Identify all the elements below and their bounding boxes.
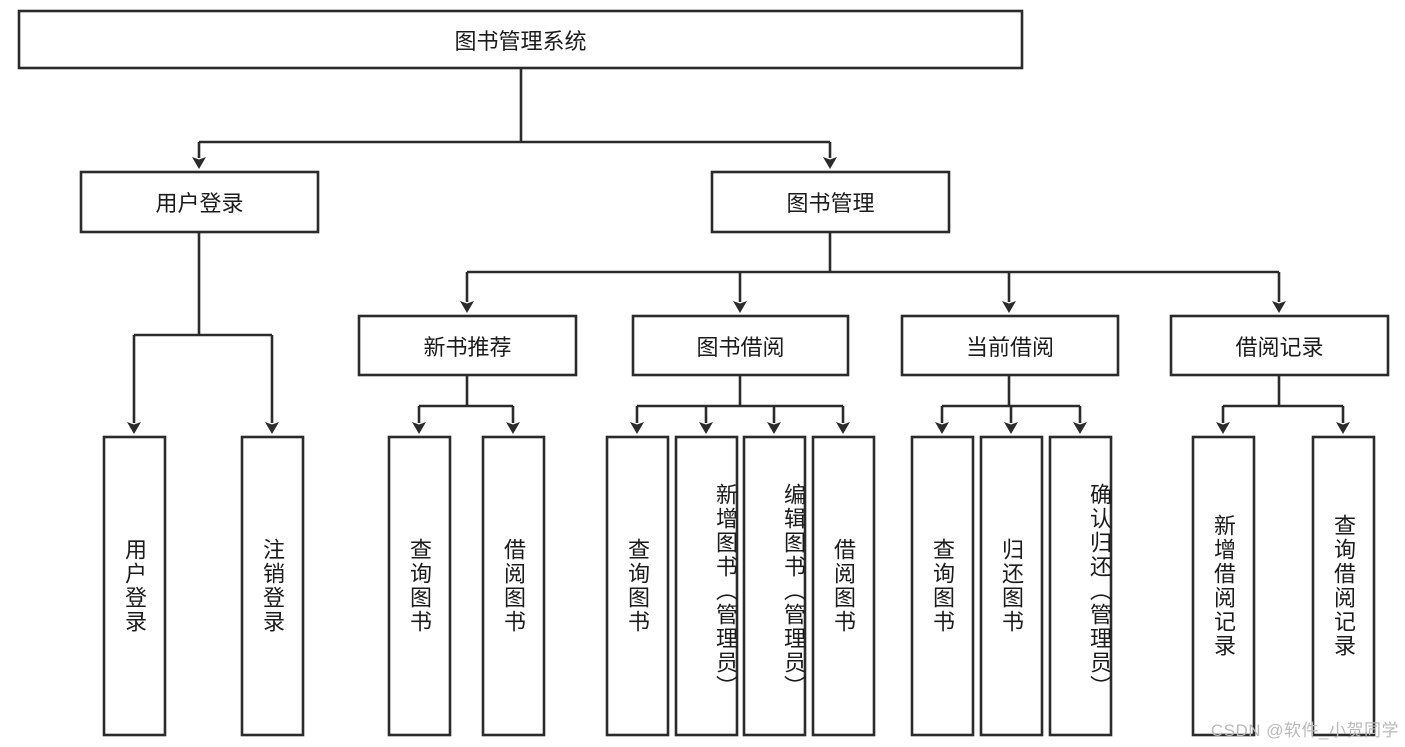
- node-user-login-box[interactable]: [79, 170, 320, 234]
- leaf-box-user-login-2[interactable]: [240, 435, 305, 737]
- leaf-box-user-login-1[interactable]: [102, 435, 167, 737]
- node-new-book-box[interactable]: [357, 314, 578, 377]
- leaf-box-book-borrow-1[interactable]: [605, 435, 670, 737]
- leaf-box-borrow-record-1[interactable]: [1191, 435, 1256, 737]
- leaf-box-current-borrow-2[interactable]: [979, 435, 1044, 737]
- leaf-box-book-borrow-3[interactable]: [742, 435, 807, 737]
- node-root-box[interactable]: [17, 9, 1024, 70]
- leaf-box-new-book-2[interactable]: [481, 435, 546, 737]
- leaf-box-current-borrow-1[interactable]: [910, 435, 975, 737]
- leaf-box-book-borrow-4[interactable]: [811, 435, 876, 737]
- leaf-box-borrow-record-2[interactable]: [1311, 435, 1376, 737]
- node-book-manage-box[interactable]: [710, 170, 951, 234]
- leaf-box-current-borrow-3[interactable]: [1048, 435, 1113, 737]
- leaf-box-new-book-1[interactable]: [387, 435, 452, 737]
- leaf-box-book-borrow-2[interactable]: [674, 435, 739, 737]
- node-book-borrow-box[interactable]: [631, 314, 850, 377]
- node-current-borrow-box[interactable]: [900, 314, 1120, 377]
- node-borrow-record-box[interactable]: [1169, 314, 1390, 377]
